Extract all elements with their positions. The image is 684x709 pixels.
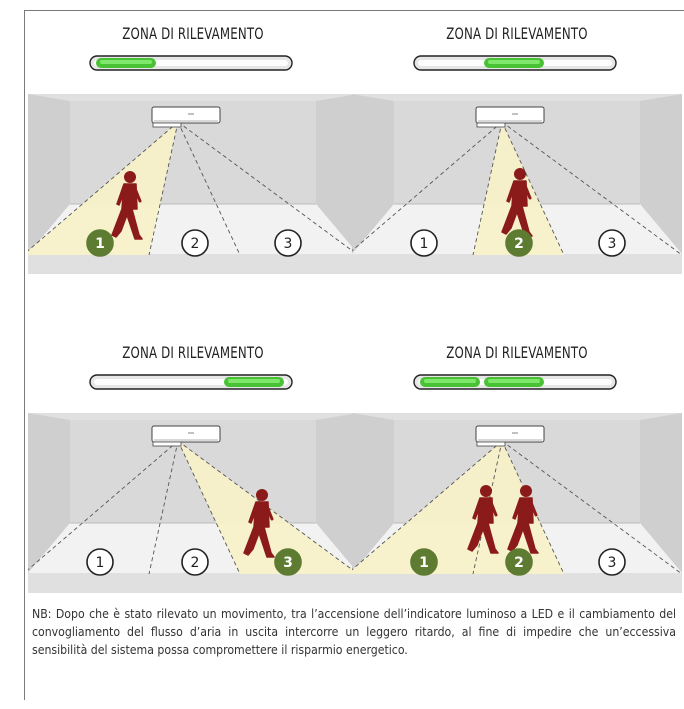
detection-cone-1: [28, 122, 178, 255]
zone-3-label: 3: [608, 236, 617, 252]
panel-illustration: 1 2 3: [28, 55, 358, 274]
zone-1-marker: [86, 548, 114, 576]
left-wall: [352, 413, 394, 573]
right-wall: [316, 413, 358, 573]
zone-2-marker: [181, 548, 209, 576]
zone-2-label: 2: [191, 236, 200, 252]
detection-ray: [177, 440, 358, 575]
detection-ray: [472, 440, 503, 575]
zone-1-marker: [410, 548, 438, 576]
zone-2-marker: [505, 229, 533, 257]
left-wall: [352, 94, 394, 254]
zone-2-label: 2: [514, 236, 524, 252]
detection-ray: [28, 440, 179, 571]
panel-title: ZONA DI RILEVAMENTO: [446, 343, 588, 362]
walking-person-icon: [501, 168, 533, 237]
detection-ray: [177, 121, 358, 256]
detection-ray: [352, 121, 503, 252]
walking-person-icon: [467, 485, 499, 554]
zone-3-marker: [274, 548, 302, 576]
zone-1-marker: [86, 229, 114, 257]
detection-cone-1: [352, 441, 502, 574]
air-conditioner-unit: [475, 425, 545, 443]
air-conditioner-unit: [475, 106, 545, 124]
led-segment-glow: [488, 379, 540, 383]
detection-ray: [352, 440, 503, 571]
motion-sensor: [476, 122, 506, 128]
zone-1-label: 1: [419, 555, 429, 571]
led-segment-glow: [424, 379, 476, 383]
detection-ray: [148, 440, 179, 575]
motion-sensor: [476, 441, 506, 447]
detection-ray: [501, 121, 682, 256]
detection-ray: [177, 121, 241, 256]
left-wall: [28, 94, 70, 254]
panel-title: ZONA DI RILEVAMENTO: [446, 24, 588, 43]
detection-ray: [177, 440, 241, 575]
motion-sensor: [152, 122, 182, 128]
zone-2-label: 2: [191, 555, 200, 571]
right-wall: [640, 413, 682, 573]
zone-3-label: 3: [608, 555, 617, 571]
zone-1-label: 1: [95, 236, 105, 252]
right-wall: [316, 94, 358, 254]
detection-panel-zone-1: ZONA DI RILEVAMENTO 1 2 3: [28, 24, 358, 294]
detection-ray: [472, 121, 503, 256]
led-segment-glow: [488, 60, 540, 64]
detection-panel-zone-1-2: ZONA DI RILEVAMENTO 1 2 3: [352, 343, 682, 613]
walking-person-icon: [507, 485, 539, 554]
zone-2-label: 2: [514, 555, 524, 571]
zone-3-marker: [274, 229, 302, 257]
zone-1-label: 1: [96, 555, 105, 571]
walking-person-icon: [111, 171, 143, 240]
panel-illustration: 1 2 3: [352, 55, 682, 274]
panel-title: ZONA DI RILEVAMENTO: [122, 24, 264, 43]
zone-3-label: 3: [283, 555, 293, 571]
zone-2-marker: [181, 229, 209, 257]
air-conditioner-unit: [151, 106, 221, 124]
footnote-text: NB: Dopo che è stato rilevato un movimen…: [32, 607, 676, 657]
zone-3-marker: [598, 548, 626, 576]
zone-2-marker: [505, 548, 533, 576]
detection-ray: [501, 121, 565, 256]
zone-3-marker: [598, 229, 626, 257]
detection-panel-zone-2: ZONA DI RILEVAMENTO 1 2 3: [352, 24, 682, 294]
led-segment-glow: [100, 60, 152, 64]
panel-illustration: 1 2 3: [352, 374, 682, 593]
panel-title: ZONA DI RILEVAMENTO: [122, 343, 264, 362]
detection-ray: [148, 121, 179, 256]
left-wall: [28, 413, 70, 573]
right-wall: [640, 94, 682, 254]
walking-person-icon: [243, 489, 275, 558]
air-conditioner-unit: [151, 425, 221, 443]
detection-panel-zone-3: ZONA DI RILEVAMENTO 1 2 3: [28, 343, 358, 613]
zone-3-label: 3: [284, 236, 293, 252]
led-segment-glow: [228, 379, 280, 383]
motion-sensor: [152, 441, 182, 447]
zone-1-label: 1: [420, 236, 429, 252]
frame-left-line: [24, 10, 25, 700]
zone-1-marker: [410, 229, 438, 257]
detection-ray: [501, 440, 682, 575]
detection-ray: [28, 121, 179, 252]
panel-illustration: 1 2 3: [28, 374, 358, 593]
frame-top-line: [24, 10, 684, 11]
